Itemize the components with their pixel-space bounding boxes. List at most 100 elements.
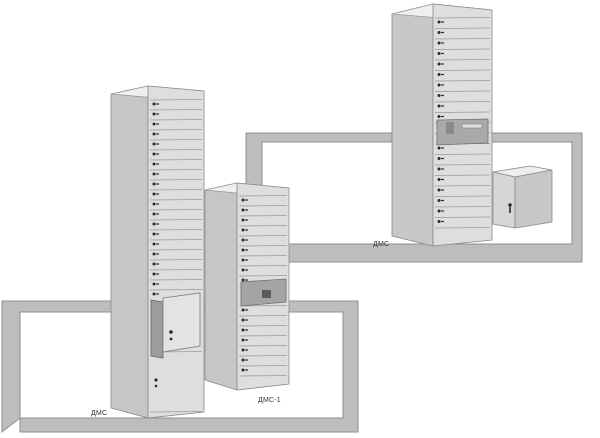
lock-icon <box>437 220 441 223</box>
lock-icon <box>437 94 441 97</box>
key-icon <box>441 115 444 118</box>
cell-divider <box>149 249 203 251</box>
lock-icon <box>437 73 441 76</box>
cell-divider <box>149 169 203 171</box>
key-icon <box>245 369 248 371</box>
lock-icon <box>152 112 156 116</box>
lock-icon <box>241 218 245 222</box>
right-open-door <box>436 118 489 146</box>
lock-icon <box>152 192 156 196</box>
lock-icon <box>169 337 173 341</box>
cell-divider <box>238 255 288 257</box>
cell-divider <box>434 164 491 166</box>
lock-icon <box>152 182 156 186</box>
cell-divider <box>238 245 288 247</box>
cell-divider <box>149 219 203 221</box>
key-icon <box>441 178 444 181</box>
key-icon <box>156 223 159 225</box>
lock-icon <box>152 272 156 276</box>
cell-divider <box>238 305 288 307</box>
cell-divider <box>238 195 288 197</box>
left-cabinet-cells <box>149 99 203 413</box>
lock-icon <box>241 308 245 312</box>
lock-icon <box>437 104 441 108</box>
key-icon <box>156 243 159 245</box>
lock-icon <box>437 20 441 24</box>
lock-icon <box>152 102 156 106</box>
lock-icon <box>437 115 441 118</box>
cell-divider <box>238 335 288 337</box>
cell-divider <box>238 215 288 217</box>
short-cabinet <box>204 182 290 391</box>
key-icon <box>156 283 159 285</box>
key-icon <box>441 52 444 55</box>
lock-icon <box>241 238 245 242</box>
lock-icon <box>437 52 441 55</box>
cell-divider <box>238 355 288 357</box>
key-icon <box>441 105 444 107</box>
lock-icon <box>241 208 245 212</box>
lock-icon <box>241 278 245 282</box>
lock-icon <box>152 252 156 256</box>
short-cabinet-locks <box>241 198 248 372</box>
cell-divider <box>434 185 491 187</box>
key-icon <box>245 349 248 351</box>
lock-icon <box>437 83 441 87</box>
key-icon <box>156 173 159 175</box>
key-icon <box>245 279 248 281</box>
lock-icon <box>152 202 156 206</box>
key-icon <box>509 207 511 213</box>
lock-icon <box>437 31 441 34</box>
key-icon <box>441 63 444 65</box>
lock-icon <box>241 338 245 342</box>
key-icon <box>441 94 444 97</box>
key-icon <box>245 319 248 321</box>
key-icon <box>441 157 444 160</box>
cell-divider <box>434 48 491 50</box>
cell-divider <box>434 90 491 92</box>
lock-icon <box>152 162 156 166</box>
lock-icon <box>152 242 156 246</box>
key-icon <box>441 210 444 212</box>
lock-icon <box>152 152 156 156</box>
key-icon <box>245 259 248 261</box>
key-icon <box>262 290 271 298</box>
lock-icon <box>241 328 245 332</box>
key-icon <box>441 31 444 34</box>
lock-icon <box>152 292 156 296</box>
cell-divider <box>434 69 491 71</box>
cell-divider <box>149 269 203 271</box>
key-icon <box>156 213 159 215</box>
cell-divider <box>149 199 203 201</box>
short-open-door <box>240 278 287 307</box>
key-icon <box>245 339 248 341</box>
cell-divider <box>238 265 288 267</box>
cell-divider <box>434 101 491 103</box>
cell-divider <box>149 129 203 131</box>
cell-divider <box>434 17 491 19</box>
lock-icon <box>152 172 156 176</box>
cell-divider <box>149 139 203 141</box>
tall-cabinet-label: ДМС <box>91 410 107 417</box>
key-icon <box>441 199 444 202</box>
cell-divider <box>434 216 491 218</box>
key-icon <box>156 163 159 165</box>
key-icon <box>156 253 159 255</box>
cell-divider <box>434 206 491 208</box>
key-icon <box>245 199 248 201</box>
cell-divider <box>149 229 203 231</box>
lock-icon <box>437 62 441 66</box>
lock-icon <box>154 378 158 382</box>
cell-divider <box>149 189 203 191</box>
cell-divider <box>149 411 203 413</box>
short-cabinet-cells <box>238 195 288 377</box>
lock-icon <box>241 248 245 252</box>
lock-icon <box>152 232 156 236</box>
cell-divider <box>149 289 203 291</box>
lock-icon <box>152 132 156 136</box>
cell-divider <box>149 259 203 261</box>
cell-divider <box>238 205 288 207</box>
cell-divider <box>238 235 288 237</box>
key-icon <box>441 84 444 86</box>
